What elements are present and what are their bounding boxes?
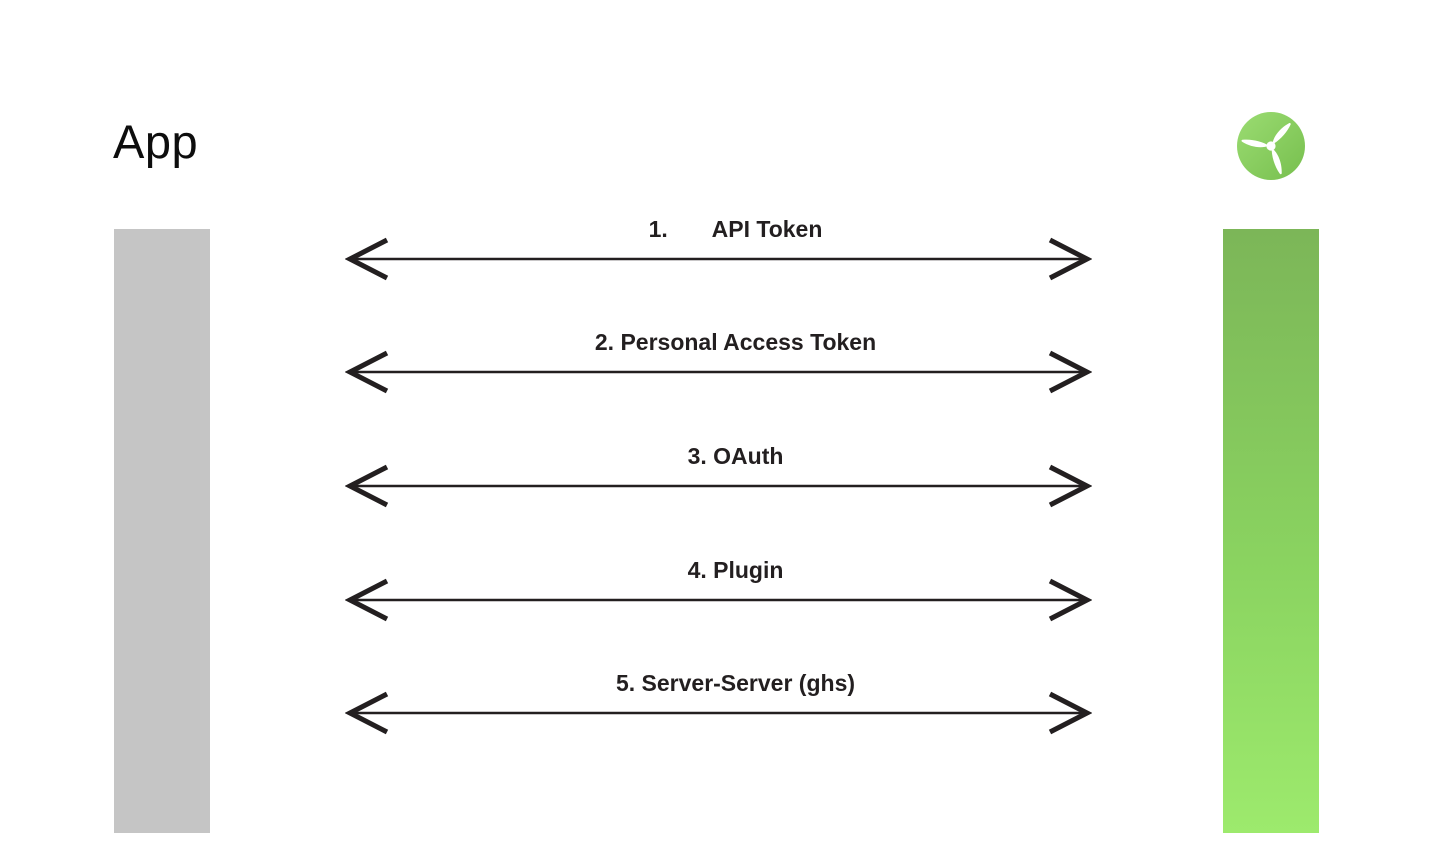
connection-label-personal-access-token: 2. Personal Access Token [594,329,877,355]
connection-label-oauth: 3. OAuth [687,443,784,469]
connection-label-api-token: 1. API Token [648,216,823,242]
double-arrow-oauth [345,464,1092,508]
double-arrow-api-token [345,237,1092,281]
connection-label-server-server: 5. Server-Server (ghs) [615,670,856,696]
wind-turbine-logo-icon [1237,112,1305,180]
app-title: App [113,115,199,168]
connection-label-plugin: 4. Plugin [687,557,784,583]
double-arrow-personal-access-token [345,350,1092,394]
double-arrow-server-server [345,691,1092,735]
app-lifeline-bar [114,229,210,833]
double-arrow-plugin [345,578,1092,622]
service-lifeline-bar [1223,229,1319,833]
